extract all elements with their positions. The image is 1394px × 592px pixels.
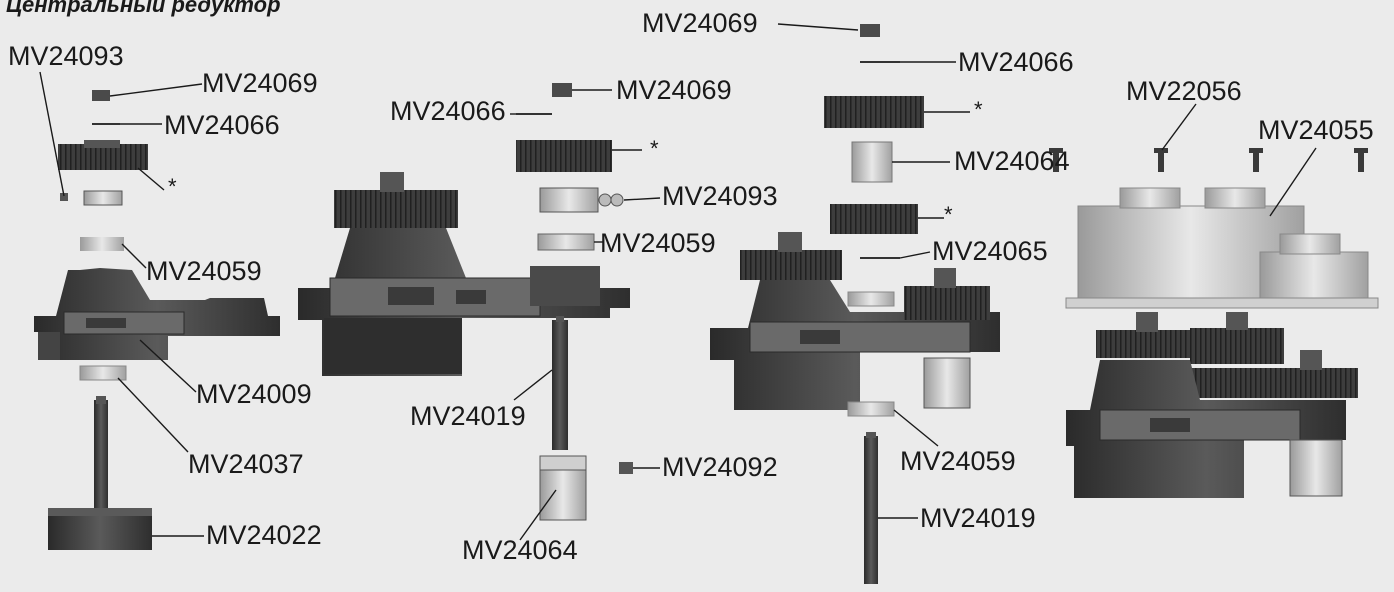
part-label: MV24066 bbox=[958, 47, 1074, 77]
part-label: MV24059 bbox=[600, 228, 716, 258]
part-label: MV24055 bbox=[1258, 115, 1374, 145]
asterisk-mark: * bbox=[944, 202, 953, 227]
asterisk-mark: * bbox=[974, 97, 983, 122]
part-label: MV24066 bbox=[164, 110, 280, 140]
col3-parts bbox=[710, 24, 1000, 584]
part-label: MV22056 bbox=[1126, 76, 1242, 106]
col1-parts bbox=[34, 90, 280, 550]
part-label: MV24064 bbox=[462, 535, 578, 565]
part-label: MV24092 bbox=[662, 452, 778, 482]
gear-part bbox=[58, 144, 148, 170]
part-label: MV24022 bbox=[206, 520, 322, 550]
asterisk-mark: * bbox=[650, 136, 659, 161]
part-label: MV24059 bbox=[146, 256, 262, 286]
part-label: MV24019 bbox=[410, 401, 526, 431]
col4-parts bbox=[1049, 148, 1379, 498]
part-label: MV24065 bbox=[932, 236, 1048, 266]
part-label: MV24066 bbox=[390, 96, 506, 126]
col2-parts bbox=[298, 83, 633, 521]
leader-lines bbox=[39, 23, 1317, 541]
part-label: MV24093 bbox=[662, 181, 778, 211]
part-label: MV24069 bbox=[616, 75, 732, 105]
part-label: MV24069 bbox=[202, 68, 318, 98]
part-label: MV24009 bbox=[196, 379, 312, 409]
asterisk-mark: * bbox=[168, 174, 177, 199]
part-label: MV24019 bbox=[920, 503, 1036, 533]
part-label: MV24069 bbox=[642, 8, 758, 38]
nut-part bbox=[92, 90, 110, 101]
part-label: MV24064 bbox=[954, 146, 1070, 176]
part-label: MV24037 bbox=[188, 449, 304, 479]
part-label: MV24059 bbox=[900, 446, 1016, 476]
diagram-title: Центральный редуктор bbox=[6, 0, 281, 17]
part-label: MV24093 bbox=[8, 41, 124, 71]
